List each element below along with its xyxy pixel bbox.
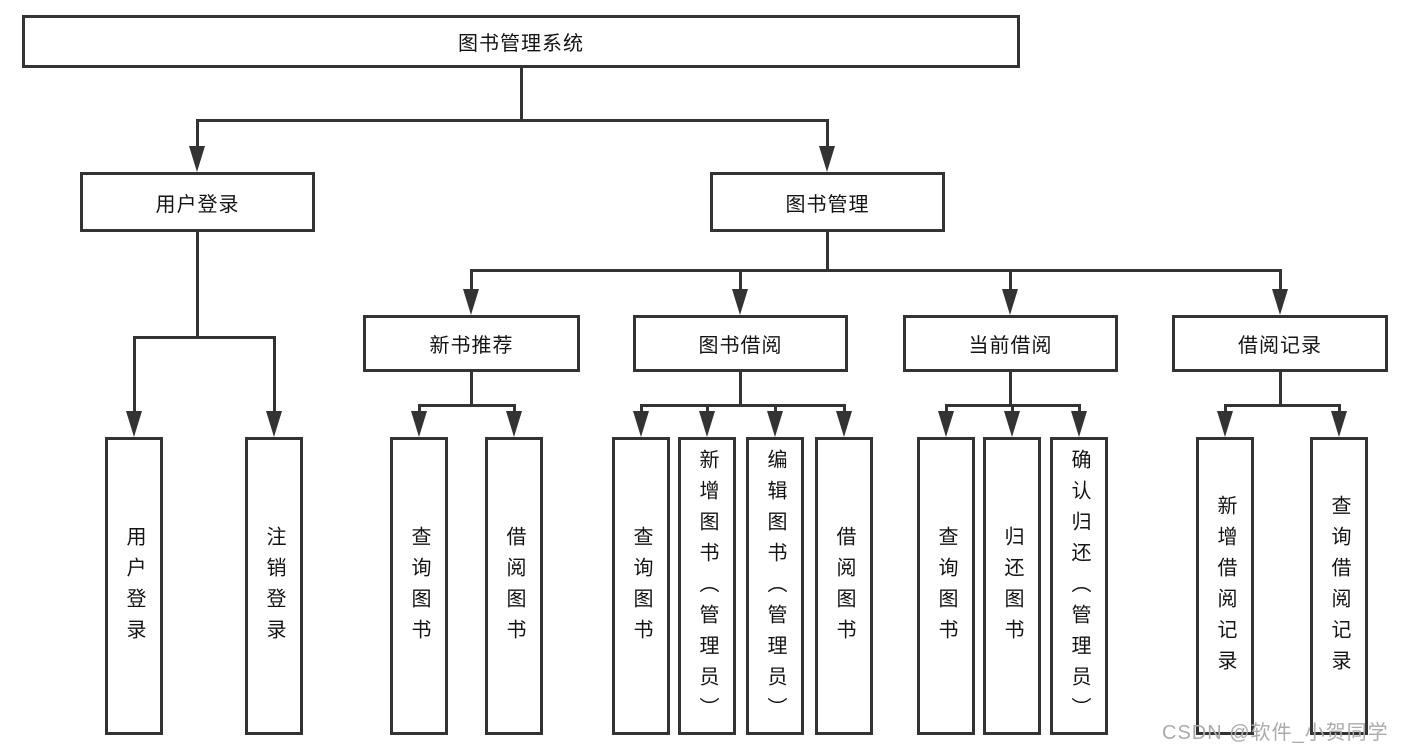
leaf-user-login: 用户登录 — [105, 437, 163, 735]
node-label: 图书借阅 — [698, 335, 783, 357]
connector-line — [739, 269, 742, 293]
connector-line — [133, 336, 136, 416]
arrow-down-icon — [1331, 411, 1347, 437]
connector-line — [470, 269, 473, 293]
arrow-down-icon — [767, 411, 783, 437]
connector-line — [513, 404, 516, 415]
connector-line — [133, 336, 276, 339]
node-book-management: 图书管理 — [710, 172, 945, 232]
arrow-down-icon — [633, 411, 649, 437]
leaf-label: 查询图书 — [408, 526, 430, 650]
node-label: 用户登录 — [155, 193, 240, 216]
connector-line — [640, 404, 846, 407]
connector-line — [273, 336, 276, 416]
leaf-edit-book-admin: 编辑图书（管理员） — [746, 437, 804, 735]
leaf-query-books-newbook: 查询图书 — [390, 437, 448, 735]
arrow-down-icon — [189, 146, 205, 172]
leaf-label: 查询图书 — [630, 526, 652, 650]
leaf-query-borrow-record: 查询借阅记录 — [1310, 437, 1368, 735]
connector-line — [640, 404, 643, 415]
connector-line — [739, 372, 742, 407]
leaf-add-book-admin: 新增图书（管理员） — [678, 437, 736, 735]
connector-line — [945, 404, 948, 415]
connector-line — [196, 232, 199, 339]
arrow-down-icon — [463, 289, 479, 315]
arrow-down-icon — [938, 411, 954, 437]
leaf-label: 确认归还（管理员） — [1068, 448, 1090, 728]
leaf-label: 归还图书 — [1001, 526, 1023, 650]
arrow-down-icon — [126, 411, 142, 437]
node-label: 当前借阅 — [968, 335, 1053, 357]
connector-line — [1009, 372, 1012, 407]
connector-line — [1224, 404, 1227, 415]
arrow-down-icon — [1272, 289, 1288, 315]
node-library-system: 图书管理系统 — [22, 15, 1020, 68]
leaf-return-books: 归还图书 — [983, 437, 1041, 735]
connector-line — [1011, 404, 1014, 415]
arrow-down-icon — [819, 146, 835, 172]
connector-line — [470, 372, 473, 407]
leaf-label: 查询借阅记录 — [1328, 495, 1350, 681]
node-borrowing-records: 借阅记录 — [1172, 315, 1388, 372]
arrow-down-icon — [732, 289, 748, 315]
leaf-borrow-books-borrowing: 借阅图书 — [815, 437, 873, 735]
connector-line — [196, 119, 829, 122]
watermark: CSDN @软件_小贺同学 — [1162, 722, 1389, 744]
connector-line — [1338, 404, 1341, 415]
connector-line — [470, 269, 1282, 272]
leaf-label: 编辑图书（管理员） — [764, 448, 786, 728]
connector-line — [1279, 269, 1282, 293]
leaf-label: 借阅图书 — [833, 526, 855, 650]
connector-line — [196, 119, 199, 151]
arrow-down-icon — [1217, 411, 1233, 437]
leaf-query-books-current: 查询图书 — [917, 437, 975, 735]
leaf-query-books-borrowing: 查询图书 — [612, 437, 670, 735]
leaf-label: 用户登录 — [123, 526, 145, 650]
node-book-borrowing: 图书借阅 — [633, 315, 848, 372]
connector-line — [774, 404, 777, 415]
leaf-confirm-return-admin: 确认归还（管理员） — [1050, 437, 1108, 735]
connector-line — [826, 232, 829, 272]
arrow-down-icon — [411, 411, 427, 437]
leaf-borrow-books-newbook: 借阅图书 — [485, 437, 543, 735]
leaf-label: 借阅图书 — [503, 526, 525, 650]
connector-line — [1224, 404, 1341, 407]
connector-line — [843, 404, 846, 415]
arrow-down-icon — [836, 411, 852, 437]
connector-line — [520, 68, 523, 120]
node-label: 新书推荐 — [429, 335, 514, 357]
arrow-down-icon — [506, 411, 522, 437]
connector-line — [1078, 404, 1081, 415]
node-label: 借阅记录 — [1238, 335, 1322, 357]
leaf-label: 新增图书（管理员） — [696, 448, 718, 728]
arrow-down-icon — [1071, 411, 1087, 437]
leaf-logout: 注销登录 — [245, 437, 303, 735]
node-label: 图书管理 — [785, 193, 870, 216]
node-label: 图书管理系统 — [458, 33, 584, 55]
node-current-borrowing: 当前借阅 — [903, 315, 1118, 372]
leaf-label: 新增借阅记录 — [1214, 495, 1236, 681]
connector-line — [1009, 269, 1012, 293]
node-user-login: 用户登录 — [80, 172, 315, 232]
arrow-down-icon — [266, 411, 282, 437]
leaf-add-borrow-record: 新增借阅记录 — [1196, 437, 1254, 735]
leaf-label: 查询图书 — [935, 526, 957, 650]
arrow-down-icon — [1004, 411, 1020, 437]
connector-line — [706, 404, 709, 415]
connector-line — [418, 404, 516, 407]
connector-line — [418, 404, 421, 415]
connector-line — [826, 119, 829, 151]
connector-line — [1279, 372, 1282, 407]
leaf-label: 注销登录 — [263, 526, 285, 650]
node-new-book-recommend: 新书推荐 — [363, 315, 580, 372]
arrow-down-icon — [1002, 289, 1018, 315]
arrow-down-icon — [699, 411, 715, 437]
